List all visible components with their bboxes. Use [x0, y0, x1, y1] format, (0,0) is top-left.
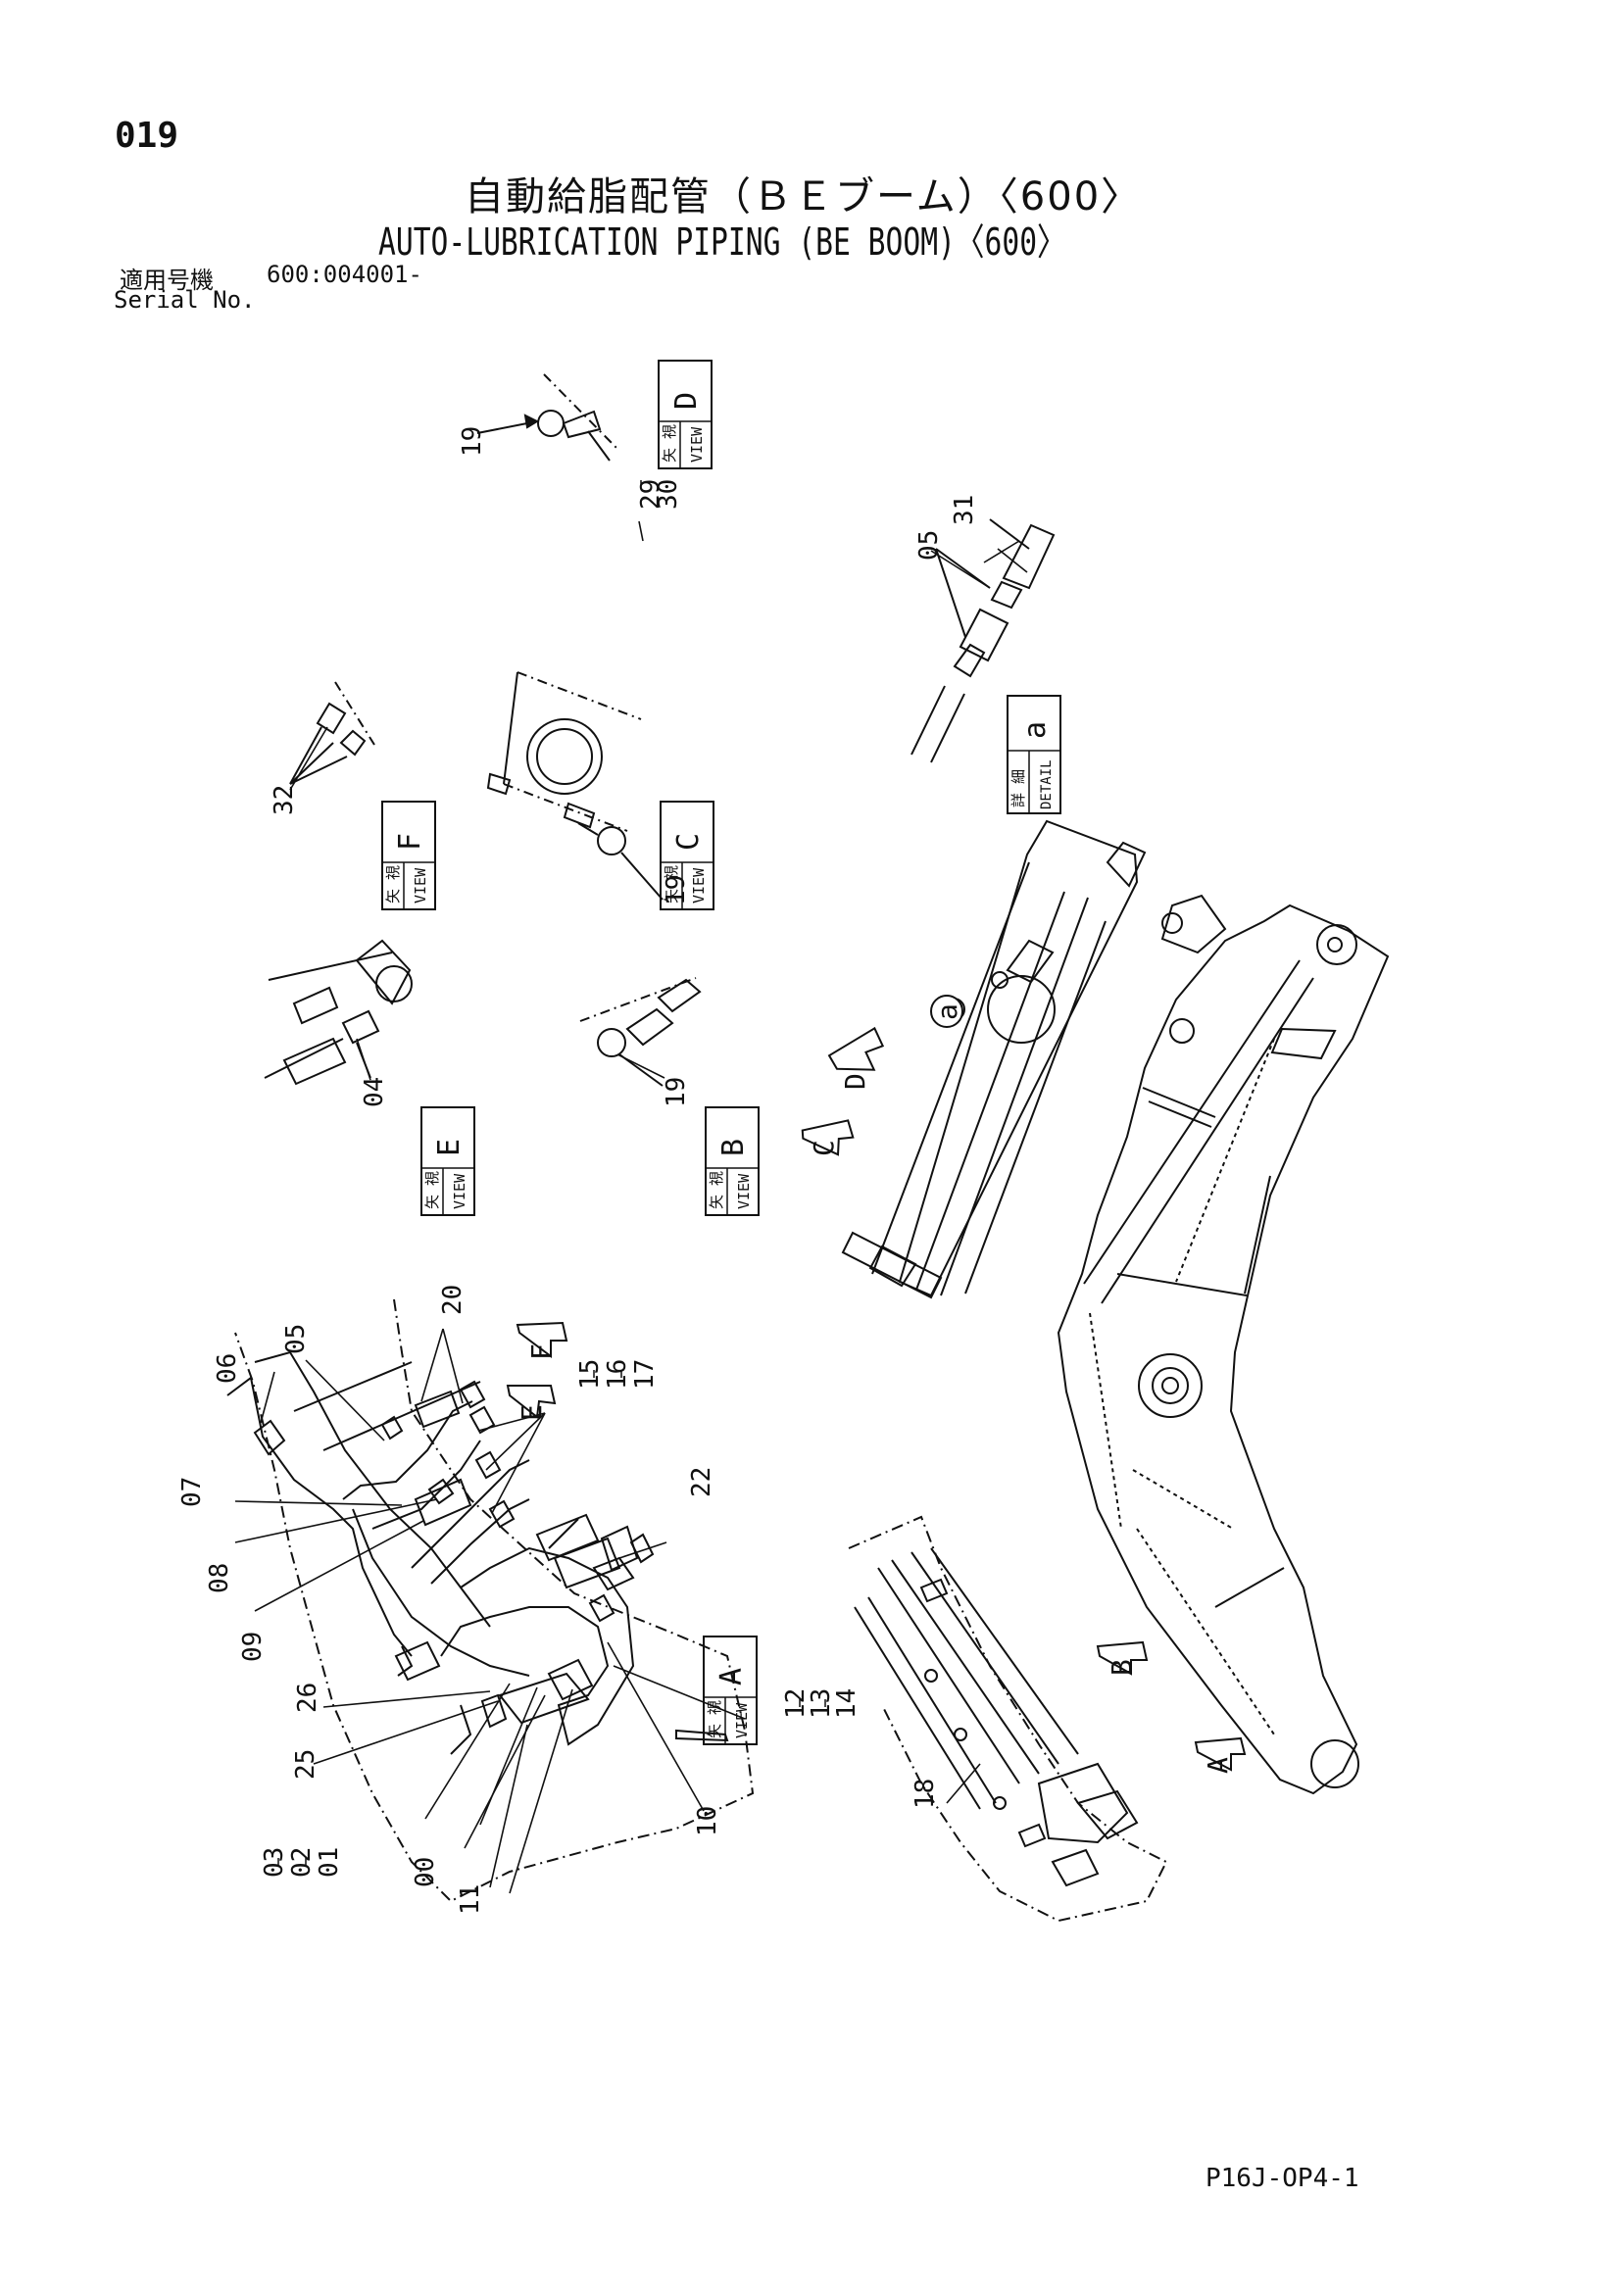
svg-text:D: D — [669, 392, 704, 410]
svg-text:B: B — [716, 1139, 751, 1156]
callout-05-b: 05 — [281, 1324, 311, 1354]
callout-14: 14 — [832, 1688, 861, 1719]
callout-26: 26 — [293, 1683, 322, 1713]
title-english: AUTO-LUBRICATION PIPING (BE BOOM)〈600〉 — [378, 220, 1066, 264]
callout-30: 30 — [654, 479, 683, 510]
document-code: P16J-OP4-1 — [1206, 2164, 1359, 2193]
callout-09: 09 — [238, 1632, 268, 1662]
arrow-letters: D C F E B A a — [516, 995, 1234, 1774]
svg-text:A: A — [714, 1668, 749, 1685]
callout-02: 02 — [287, 1847, 317, 1878]
detail-a-marker: a — [930, 995, 963, 1028]
callout-dashes — [277, 480, 826, 1866]
view-label-c: 矢 視 VIEW C — [660, 801, 714, 910]
title-japanese: 自動給脂配管（ＢＥブーム）〈600〉 — [465, 174, 1143, 220]
view-b-detail — [579, 977, 702, 1087]
arrow-letter-c: C — [808, 1140, 840, 1156]
callout-07: 07 — [177, 1477, 207, 1507]
view-label-a-detail: 詳 細 DETAIL a — [1007, 695, 1061, 814]
svg-text:矢 視: 矢 視 — [663, 865, 680, 904]
arrow-letter-b: B — [1106, 1659, 1138, 1676]
svg-text:VIEW: VIEW — [451, 1173, 468, 1209]
view-f-detail — [289, 681, 375, 785]
callout-22: 22 — [687, 1467, 716, 1497]
serial-label-english: Serial No. — [114, 286, 256, 314]
callout-13: 13 — [807, 1688, 836, 1719]
arm-lower-detail — [848, 1515, 1168, 1923]
callout-19-b: 19 — [662, 875, 691, 905]
callout-31: 31 — [950, 495, 979, 525]
arrow-letter-a: A — [1202, 1757, 1234, 1774]
svg-text:E: E — [432, 1139, 467, 1156]
callout-17: 17 — [630, 1359, 660, 1390]
arrow-letter-f: F — [525, 1343, 558, 1360]
svg-text:詳 細: 詳 細 — [1009, 769, 1027, 807]
svg-text:矢 視: 矢 視 — [708, 1171, 725, 1209]
view-d-detail — [476, 373, 618, 462]
callout-08: 08 — [205, 1563, 234, 1593]
svg-text:a: a — [931, 1003, 963, 1020]
svg-text:F: F — [393, 833, 427, 851]
callout-10: 10 — [693, 1806, 722, 1836]
arrow-letter-e: E — [516, 1404, 548, 1421]
callout-32: 32 — [270, 785, 299, 815]
view-arrows — [506, 1026, 1247, 1772]
svg-text:VIEW: VIEW — [688, 426, 706, 463]
view-label-b: 矢 視 VIEW B — [705, 1106, 760, 1216]
svg-text:VIEW: VIEW — [735, 1173, 753, 1209]
boom-assembly — [1057, 894, 1390, 1795]
callout-15: 15 — [575, 1359, 605, 1390]
svg-text:VIEW: VIEW — [733, 1702, 751, 1738]
callout-00: 00 — [411, 1857, 440, 1887]
svg-text:a: a — [1018, 721, 1053, 739]
view-e-detail — [264, 939, 413, 1086]
svg-text:VIEW: VIEW — [690, 867, 708, 904]
view-label-a: 矢 視 VIEW A — [703, 1636, 758, 1745]
callout-19-a: 19 — [458, 426, 487, 457]
callout-12: 12 — [781, 1688, 811, 1719]
svg-text:矢 視: 矢 視 — [706, 1700, 723, 1738]
view-label-f: 矢 視 VIEW F — [381, 801, 436, 910]
serial-number-value: 600:004001- — [267, 261, 422, 288]
callout-leaders — [234, 520, 1028, 1894]
svg-text:DETAIL: DETAIL — [1039, 759, 1055, 809]
callout-06: 06 — [213, 1353, 242, 1384]
svg-text:矢 視: 矢 視 — [384, 865, 402, 904]
callout-05-a: 05 — [914, 530, 944, 561]
callout-03: 03 — [260, 1847, 289, 1878]
svg-text:VIEW: VIEW — [412, 867, 429, 904]
callout-16: 16 — [603, 1359, 632, 1390]
view-a-detail — [226, 1298, 755, 1903]
callout-numbers: 19 29 30 31 05 32 19 04 19 20 05 06 15 1… — [177, 426, 979, 1915]
callout-11: 11 — [456, 1884, 485, 1915]
callout-19-c: 19 — [662, 1077, 691, 1107]
serial-label-japanese: 適用号機 — [120, 267, 214, 294]
view-label-d: 矢 視 VIEW D — [658, 360, 713, 469]
callout-20: 20 — [438, 1285, 468, 1315]
page-number: 019 — [115, 116, 179, 156]
svg-text:C: C — [671, 833, 706, 851]
callout-18: 18 — [910, 1779, 940, 1809]
svg-text:矢 視: 矢 視 — [423, 1171, 441, 1209]
arrow-letter-d: D — [839, 1073, 871, 1090]
view-c-detail — [486, 671, 664, 901]
view-label-e: 矢 視 VIEW E — [420, 1106, 475, 1216]
svg-text:矢 視: 矢 視 — [661, 424, 678, 463]
callout-25: 25 — [291, 1749, 320, 1780]
callout-01: 01 — [315, 1847, 344, 1878]
arm-assembly — [841, 819, 1147, 1299]
callout-04: 04 — [360, 1077, 389, 1107]
